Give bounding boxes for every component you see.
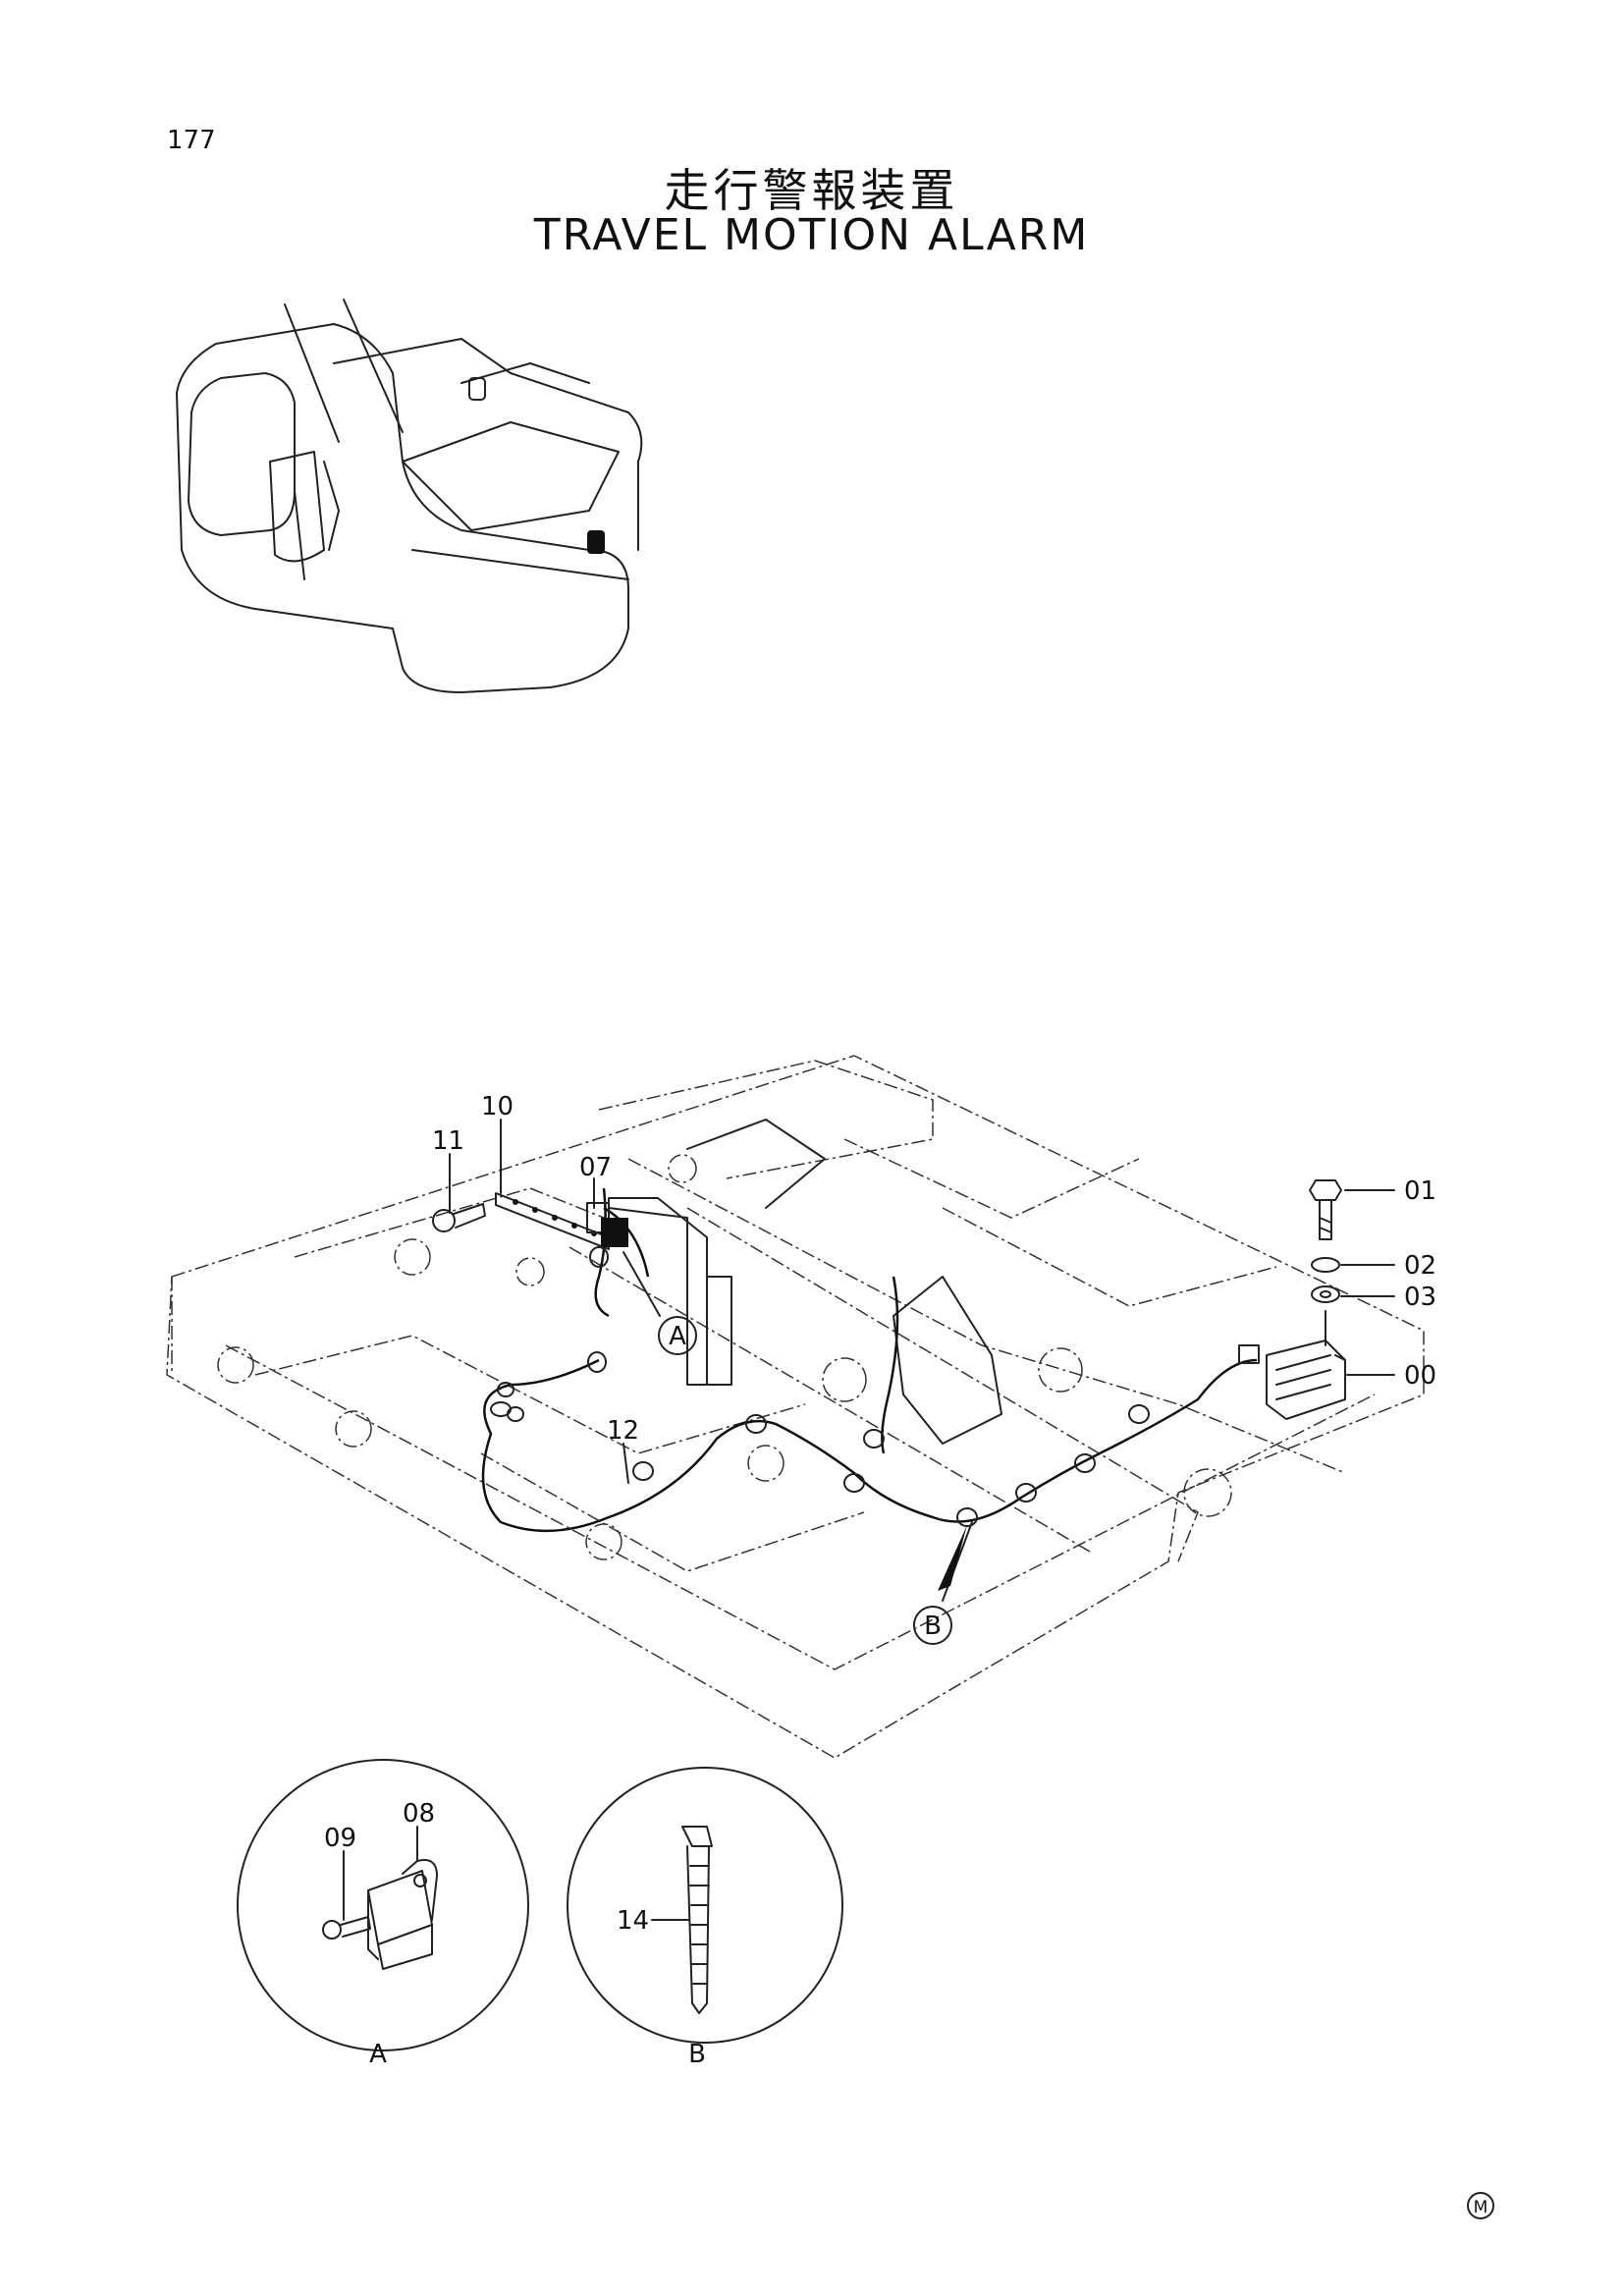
reference-tag-b [913,1606,952,1645]
wiring-harness [481,1187,1258,1533]
bracket-assembly [432,1192,628,1250]
detail-a [237,1759,529,2051]
page-number: 177 [167,126,216,155]
callout-03: 03 [1404,1283,1436,1312]
callout-02: 02 [1404,1251,1436,1281]
callout-14: 14 [617,1906,649,1936]
excavator-overview [176,299,643,693]
detail-b-label: B [688,2040,706,2069]
callout-01: 01 [1404,1176,1436,1206]
callout-11: 11 [432,1126,464,1156]
callout-10: 10 [481,1092,514,1121]
alarm-unit [1238,1179,1346,1420]
callout-07: 07 [579,1153,612,1182]
leader-lines [449,1119,1395,1602]
main-frame [166,1055,1425,1759]
footer-mark: M [1467,2192,1494,2219]
reference-b-letter: B [924,1612,942,1641]
reference-a-letter: A [669,1322,686,1351]
detail-a-label: A [369,2040,387,2069]
footer-mark-letter: M [1474,2198,1488,2217]
title-japanese: 走行警報装置 [664,164,959,217]
detail-b [567,1767,843,2044]
callout-00: 00 [1404,1361,1436,1391]
callout-12: 12 [607,1416,639,1446]
callout-09: 09 [324,1824,356,1853]
callout-08: 08 [403,1799,435,1829]
reference-tag-a [658,1316,697,1355]
title-english: TRAVEL MOTION ALARM [533,210,1090,260]
